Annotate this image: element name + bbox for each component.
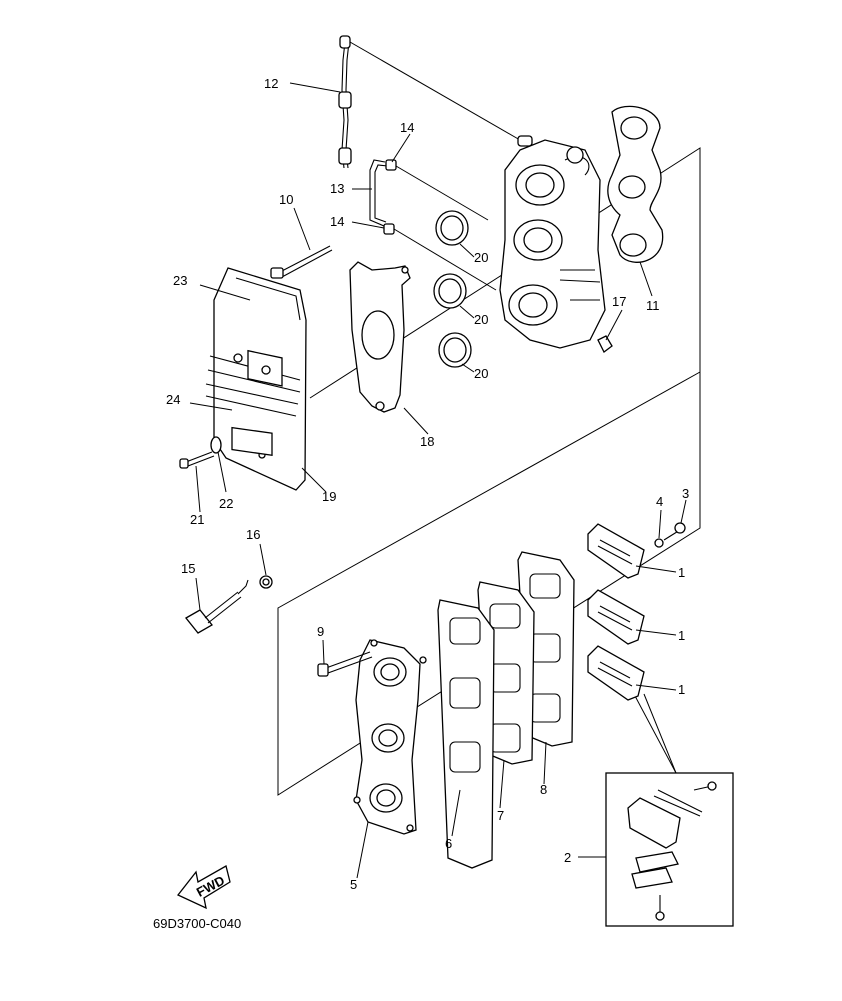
callout-12: 12 bbox=[264, 76, 278, 91]
callout-2: 2 bbox=[564, 850, 571, 865]
part-15-drain-plug bbox=[185, 579, 249, 634]
part-19-silencer-cover bbox=[205, 267, 307, 491]
part-18-bracket bbox=[349, 261, 411, 413]
intake-manifold bbox=[499, 135, 606, 349]
callout-20-b: 20 bbox=[474, 312, 488, 327]
callout-14-upper: 14 bbox=[400, 120, 414, 135]
callout-9: 9 bbox=[317, 624, 324, 639]
callout-20-c: 20 bbox=[474, 366, 488, 381]
callout-1-a: 1 bbox=[678, 565, 685, 580]
callout-6: 6 bbox=[445, 836, 452, 851]
callout-7: 7 bbox=[497, 808, 504, 823]
callout-4: 4 bbox=[656, 494, 663, 509]
part-22-washer bbox=[210, 436, 222, 454]
part-13-pipe bbox=[369, 159, 497, 291]
part-20-o-rings bbox=[433, 210, 472, 368]
fwd-arrow-icon: FWD bbox=[176, 865, 231, 910]
callout-labels: 12 14 13 14 10 23 24 21 22 19 18 20 20 2… bbox=[166, 76, 689, 892]
callout-10: 10 bbox=[279, 192, 293, 207]
callout-18: 18 bbox=[420, 434, 434, 449]
part-4-washer bbox=[654, 538, 664, 548]
callout-19: 19 bbox=[322, 489, 336, 504]
part-2-detail-inset bbox=[605, 772, 734, 927]
assembly-boundary-lines bbox=[277, 147, 701, 796]
callout-1-c: 1 bbox=[678, 682, 685, 697]
part-12-fuel-hose bbox=[338, 35, 521, 169]
callout-11: 11 bbox=[646, 298, 660, 313]
part-16-grommet bbox=[259, 575, 273, 589]
part-10-bolt bbox=[270, 245, 333, 279]
part-1-reed-valve-mid bbox=[587, 589, 645, 645]
callout-21: 21 bbox=[190, 512, 204, 527]
callout-16: 16 bbox=[246, 527, 260, 542]
callout-23: 23 bbox=[173, 273, 187, 288]
callout-13: 13 bbox=[330, 181, 344, 196]
callout-17: 17 bbox=[612, 294, 626, 309]
callout-22: 22 bbox=[219, 496, 233, 511]
part-17-clip bbox=[597, 335, 613, 353]
callout-1-b: 1 bbox=[678, 628, 685, 643]
part-9-bolt bbox=[317, 651, 373, 677]
callout-24: 24 bbox=[166, 392, 180, 407]
part-5-valve-holder bbox=[353, 639, 427, 835]
callout-14-lower: 14 bbox=[330, 214, 344, 229]
fwd-label: FWD bbox=[194, 873, 227, 900]
drawing-code: 69D3700-C040 bbox=[153, 916, 241, 931]
part-6-gasket bbox=[437, 599, 495, 869]
part-3-screw bbox=[663, 522, 686, 541]
leader-lines bbox=[189, 82, 687, 879]
part-21-bolt bbox=[179, 451, 215, 469]
callout-15: 15 bbox=[181, 561, 195, 576]
callout-3: 3 bbox=[682, 486, 689, 501]
callout-8: 8 bbox=[540, 782, 547, 797]
part-1-reed-valve-bottom bbox=[587, 645, 645, 701]
callout-20-a: 20 bbox=[474, 250, 488, 265]
part-11-manifold-gasket bbox=[607, 105, 664, 263]
part-1-reed-valve-top bbox=[587, 523, 645, 579]
callout-5: 5 bbox=[350, 877, 357, 892]
